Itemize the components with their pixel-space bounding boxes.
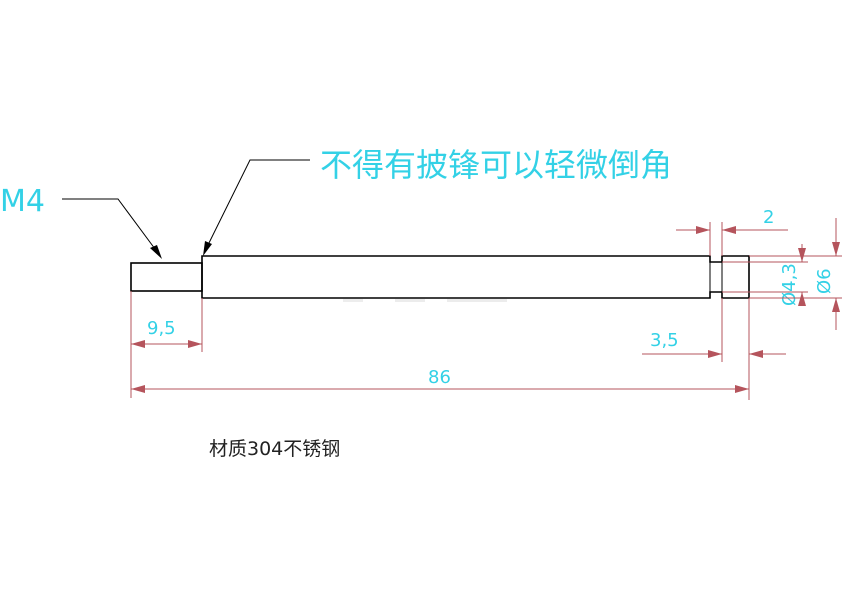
dim-shaft-diameter-text: Ø6 (814, 268, 835, 294)
dim-groove-width-text: 2 (763, 207, 774, 228)
shaft-outline (130, 255, 750, 299)
dim-groove-offset-text: 3,5 (650, 330, 679, 351)
hidden-marks (343, 299, 507, 302)
m4-leader (62, 198, 162, 259)
dim-thread-length (130, 291, 203, 352)
thread-section (130, 262, 203, 292)
shaft-body (201, 255, 750, 299)
burr-note: 不得有披锋可以轻微倒角 (320, 146, 672, 184)
dim-groove-offset (642, 298, 786, 400)
thread-label: M4 (0, 184, 45, 219)
material-note: 材质304不锈钢 (209, 438, 340, 460)
dim-thread-length-text: 9,5 (147, 318, 176, 339)
dim-groove-width (676, 222, 788, 256)
dim-total-length-text: 86 (428, 367, 451, 388)
dim-groove-diameter-text: Ø4,3 (779, 263, 800, 306)
dim-groove-diameter (722, 244, 808, 306)
dim-total-length (130, 352, 749, 398)
note-leader (203, 159, 310, 256)
dim-shaft-diameter (749, 218, 842, 330)
